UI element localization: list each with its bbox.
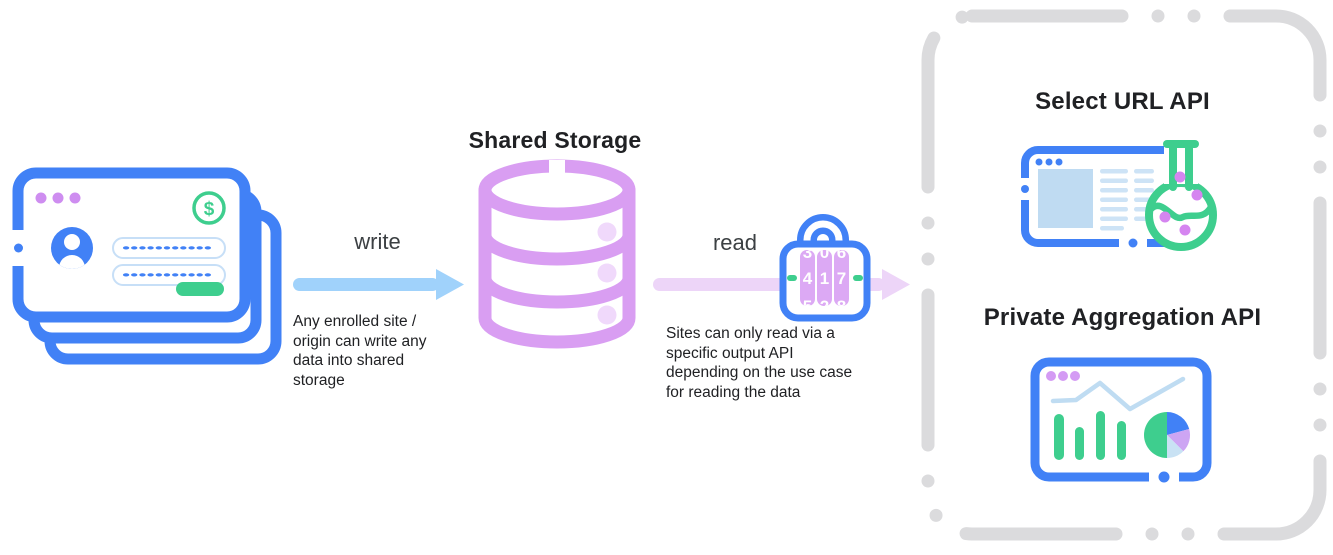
svg-text:0: 0 [820, 243, 829, 262]
combination-padlock-icon: 3 4 5 0 1 2 6 7 8 [779, 214, 871, 322]
stacked-browser-windows-icon: $ ••••••••••• ••••••••••• [11, 167, 282, 365]
read-description: Sites can only read via a specific outpu… [666, 325, 853, 401]
browser-charts-icon [1030, 357, 1212, 485]
dial[interactable] [834, 250, 849, 306]
border-dot [14, 243, 23, 253]
browser-flask-icon [1019, 140, 1217, 251]
dial-marker [787, 275, 797, 281]
dollar-icon: $ [192, 191, 226, 225]
password-dots: ••••••••••• [122, 241, 212, 255]
svg-text:3: 3 [803, 243, 812, 262]
svg-text:6: 6 [837, 243, 846, 262]
write-arrow-icon [293, 269, 464, 300]
window-dots-icon [1046, 371, 1080, 381]
password-dots: ••••••••••• [122, 268, 212, 282]
bubble [1159, 211, 1171, 223]
window-dots-icon [1035, 158, 1063, 166]
svg-text:4: 4 [803, 269, 813, 288]
svg-text:5: 5 [803, 297, 812, 316]
storage-dot [597, 305, 617, 325]
submit-button[interactable] [176, 282, 224, 296]
password-field[interactable] [112, 237, 226, 259]
dial[interactable] [817, 250, 832, 306]
select-url-api-title: Select URL API [1035, 88, 1210, 115]
border-dot [1128, 238, 1138, 248]
pie-chart [1144, 412, 1191, 459]
storage-dot [597, 222, 617, 242]
window-dots-icon [35, 192, 81, 204]
storage-dot [597, 263, 617, 283]
border-dot [1158, 471, 1170, 483]
avatar [51, 227, 93, 269]
svg-text:8: 8 [837, 297, 846, 316]
svg-text:$: $ [204, 199, 215, 220]
database-cylinder-icon [478, 159, 636, 349]
write-description: Any enrolled site / origin can write any… [293, 313, 427, 389]
bubble [1191, 189, 1203, 201]
dashed-boundary [921, 9, 1327, 541]
bubble [1179, 224, 1191, 236]
border-dot [1021, 185, 1029, 193]
bar-chart [1054, 411, 1126, 460]
read-label: read [712, 230, 758, 255]
svg-text:7: 7 [837, 269, 846, 288]
password-field[interactable] [112, 264, 226, 286]
write-label: write [354, 229, 401, 254]
content-block [1038, 169, 1093, 228]
bubble [1174, 171, 1186, 183]
svg-text:2: 2 [820, 297, 829, 316]
line-chart [1050, 376, 1186, 412]
dial[interactable] [800, 250, 815, 306]
dial-marker [853, 275, 863, 281]
content-lines [1100, 169, 1154, 231]
svg-text:1: 1 [820, 269, 829, 288]
shared-storage-title: Shared Storage [468, 127, 642, 153]
private-aggregation-api-title: Private Aggregation API [983, 304, 1262, 331]
flask-icon [1145, 140, 1217, 251]
